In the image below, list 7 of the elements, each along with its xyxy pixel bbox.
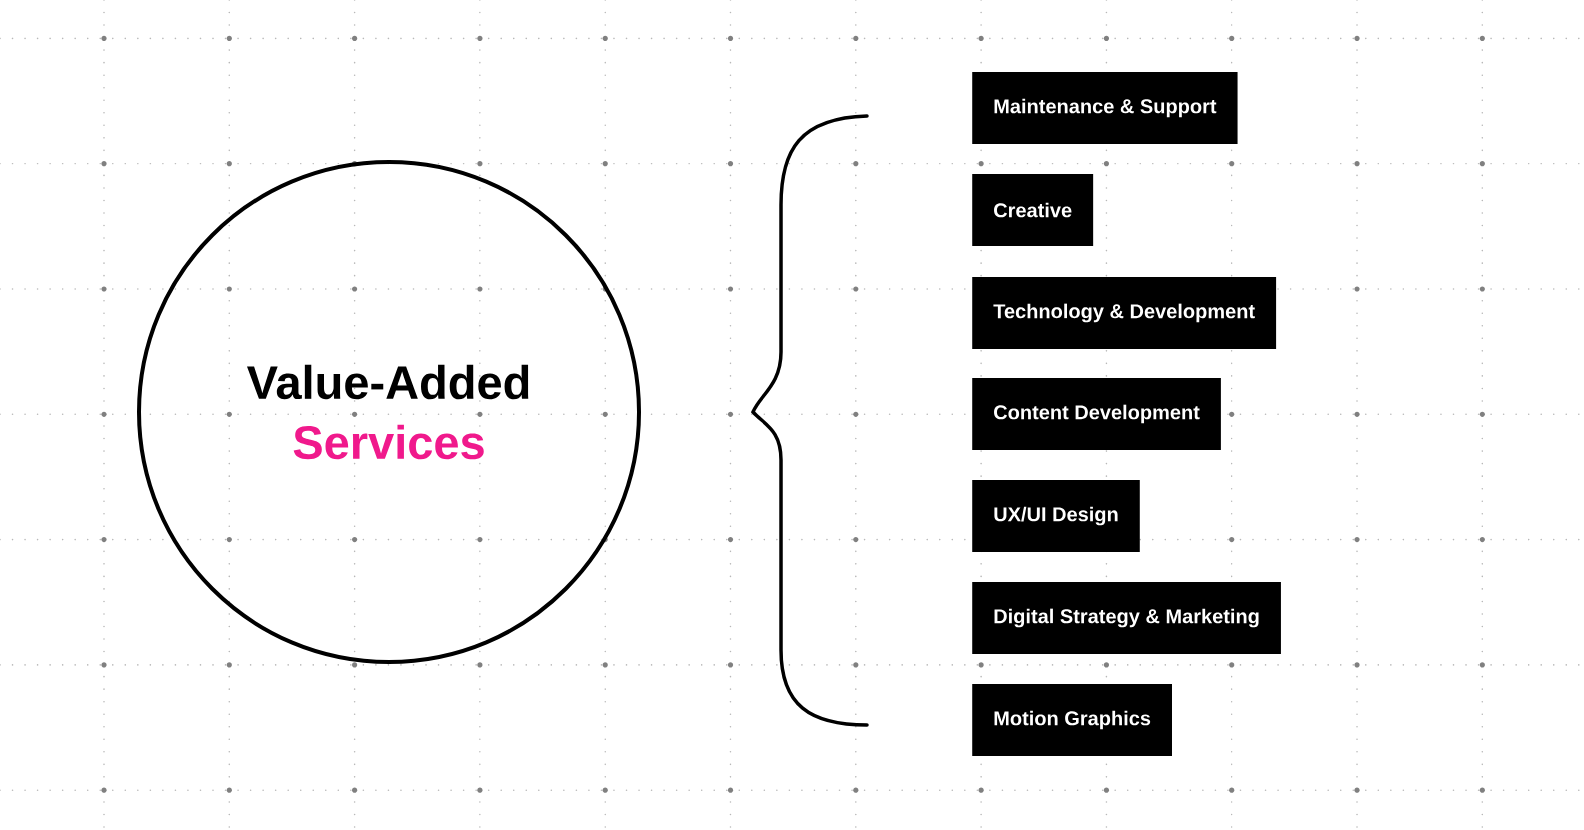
service-box: Digital Strategy & Marketing (972, 582, 1281, 654)
service-box: Technology & Development (972, 277, 1277, 349)
service-box: Motion Graphics (972, 684, 1172, 756)
service-box: Creative (972, 174, 1094, 246)
service-box: UX/UI Design (972, 480, 1140, 552)
service-box: Maintenance & Support (972, 72, 1238, 144)
service-box: Content Development (972, 378, 1221, 450)
